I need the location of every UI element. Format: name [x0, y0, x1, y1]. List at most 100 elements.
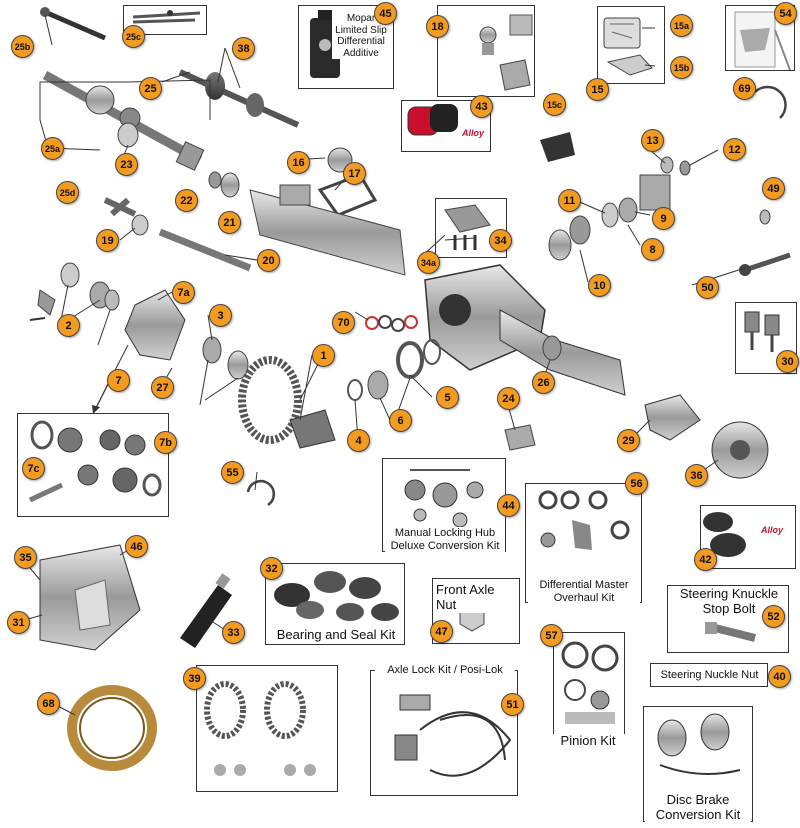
label-front-axle-nut: Front Axle Nut [436, 582, 506, 613]
callout-13[interactable]: 13 [641, 129, 664, 152]
part-22 [208, 171, 222, 189]
callout-45[interactable]: 45 [374, 2, 397, 25]
callout-43[interactable]: 43 [470, 95, 493, 118]
callout-51[interactable]: 51 [501, 693, 524, 716]
callout-39[interactable]: 39 [183, 667, 206, 690]
callout-7b[interactable]: 7b [154, 431, 177, 454]
callout-21[interactable]: 21 [218, 211, 241, 234]
callout-18[interactable]: 18 [426, 15, 449, 38]
callout-5[interactable]: 5 [436, 386, 459, 409]
label-diff-master: Differential Master Overhaul Kit [528, 579, 640, 605]
box-30 [735, 302, 797, 374]
callout-12[interactable]: 12 [723, 138, 746, 161]
callout-7a[interactable]: 7a [172, 281, 195, 304]
callout-9[interactable]: 9 [652, 207, 675, 230]
callout-6[interactable]: 6 [389, 409, 412, 432]
callout-17[interactable]: 17 [343, 162, 366, 185]
callout-70[interactable]: 70 [332, 311, 355, 334]
callout-7c[interactable]: 7c [22, 457, 45, 480]
alloy-logo-42: Alloy [760, 525, 783, 535]
box-47 [432, 578, 520, 644]
callout-44[interactable]: 44 [497, 494, 520, 517]
callout-54[interactable]: 54 [774, 2, 797, 25]
callout-34a[interactable]: 34a [417, 251, 440, 274]
callout-29[interactable]: 29 [617, 429, 640, 452]
axle-tube-left [249, 184, 406, 276]
callout-40[interactable]: 40 [768, 665, 791, 688]
callout-25c[interactable]: 25c [122, 25, 145, 48]
callout-42[interactable]: 42 [694, 548, 717, 571]
callout-15b[interactable]: 15b [670, 56, 693, 79]
callout-36[interactable]: 36 [685, 464, 708, 487]
part-21 [220, 172, 240, 198]
callout-33[interactable]: 33 [222, 621, 245, 644]
callout-25b[interactable]: 25b [11, 35, 34, 58]
diff-cover [39, 544, 141, 651]
part-25d [103, 197, 137, 217]
callout-24[interactable]: 24 [497, 387, 520, 410]
callout-16[interactable]: 16 [287, 151, 310, 174]
callout-19[interactable]: 19 [96, 229, 119, 252]
part-29 [644, 394, 701, 441]
label-disc-brake: Disc Brake Conversion Kit [645, 792, 751, 823]
ring-gear [238, 356, 336, 449]
part-15c [540, 132, 575, 162]
hub-kit-parts [404, 469, 484, 528]
callout-47[interactable]: 47 [430, 620, 453, 643]
callout-25d[interactable]: 25d [56, 181, 79, 204]
callout-3[interactable]: 3 [209, 304, 232, 327]
callout-1[interactable]: 1 [312, 344, 335, 367]
callout-31[interactable]: 31 [7, 611, 30, 634]
part-23 [117, 122, 139, 148]
part-30 [744, 311, 780, 352]
label-steering-knuckle-nut: Steering Nuckle Nut [652, 669, 767, 682]
box-45 [298, 5, 394, 89]
callout-50[interactable]: 50 [696, 276, 719, 299]
part-20 [158, 228, 252, 272]
spider-gear-parts [28, 420, 162, 503]
callout-32[interactable]: 32 [260, 557, 283, 580]
callout-34[interactable]: 34 [489, 229, 512, 252]
pinion-bearings [548, 156, 691, 261]
callout-15c[interactable]: 15c [543, 93, 566, 116]
callout-22[interactable]: 22 [175, 189, 198, 212]
callout-10[interactable]: 10 [588, 274, 611, 297]
callout-69[interactable]: 69 [733, 77, 756, 100]
part-36 [711, 421, 769, 479]
callout-27[interactable]: 27 [151, 376, 174, 399]
callout-38[interactable]: 38 [232, 37, 255, 60]
callout-4[interactable]: 4 [347, 429, 370, 452]
part-15 [603, 17, 653, 76]
callout-56[interactable]: 56 [625, 472, 648, 495]
callout-49[interactable]: 49 [762, 177, 785, 200]
callout-20[interactable]: 20 [257, 249, 280, 272]
callout-15[interactable]: 15 [586, 78, 609, 101]
part-2 [227, 350, 249, 380]
pinion-shims [347, 339, 441, 401]
callout-35[interactable]: 35 [14, 546, 37, 569]
callout-15a[interactable]: 15a [670, 14, 693, 37]
callout-52[interactable]: 52 [762, 605, 785, 628]
box-43 [401, 100, 491, 152]
callout-30[interactable]: 30 [776, 350, 799, 373]
callout-23[interactable]: 23 [115, 153, 138, 176]
callout-7[interactable]: 7 [107, 369, 130, 392]
bearing-seal-parts [274, 571, 399, 621]
callout-46[interactable]: 46 [125, 535, 148, 558]
callout-26[interactable]: 26 [532, 371, 555, 394]
box-25c [123, 5, 207, 35]
callout-8[interactable]: 8 [641, 238, 664, 261]
callout-68[interactable]: 68 [37, 692, 60, 715]
part-18 [479, 14, 533, 91]
callout-2[interactable]: 2 [57, 314, 80, 337]
callout-55[interactable]: 55 [221, 461, 244, 484]
callout-57[interactable]: 57 [540, 624, 563, 647]
box-15 [597, 6, 665, 84]
part-24 [504, 424, 536, 451]
tool-25c [132, 10, 201, 24]
callout-25a[interactable]: 25a [41, 137, 64, 160]
callout-25[interactable]: 25 [139, 77, 162, 100]
callout-11[interactable]: 11 [558, 189, 581, 212]
box-57-gears [196, 665, 338, 792]
